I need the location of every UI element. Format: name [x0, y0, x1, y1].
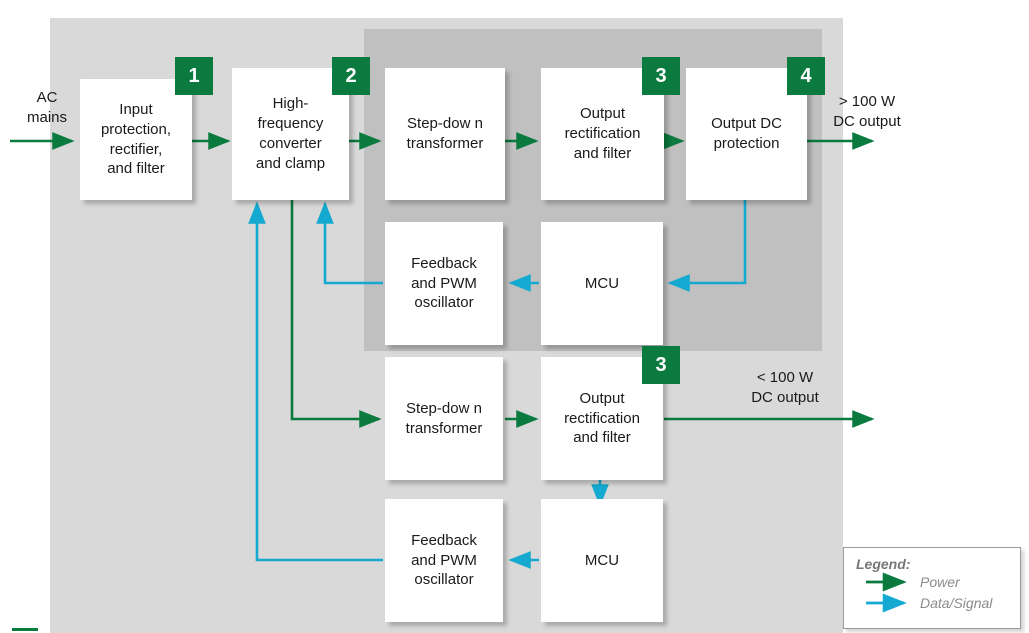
step-badge-3-top[interactable]: 3 — [642, 57, 680, 95]
step-badge-4[interactable]: 4 — [787, 57, 825, 95]
step-badge-2[interactable]: 2 — [332, 57, 370, 95]
legend-box: Legend: Power Data/Signal — [843, 547, 1021, 629]
legend-sample-arrows — [866, 572, 907, 613]
legend-title: Legend: — [856, 556, 911, 572]
block-mcu-bottom[interactable]: MCU — [541, 499, 663, 622]
step-badge-1[interactable]: 1 — [175, 57, 213, 95]
legend-signal-label: Data/Signal — [920, 595, 993, 611]
block-mcu-top[interactable]: MCU — [541, 222, 663, 345]
corner-accent-mark — [12, 628, 38, 631]
step-badge-3-bottom[interactable]: 3 — [642, 346, 680, 384]
legend-power-label: Power — [920, 574, 960, 590]
